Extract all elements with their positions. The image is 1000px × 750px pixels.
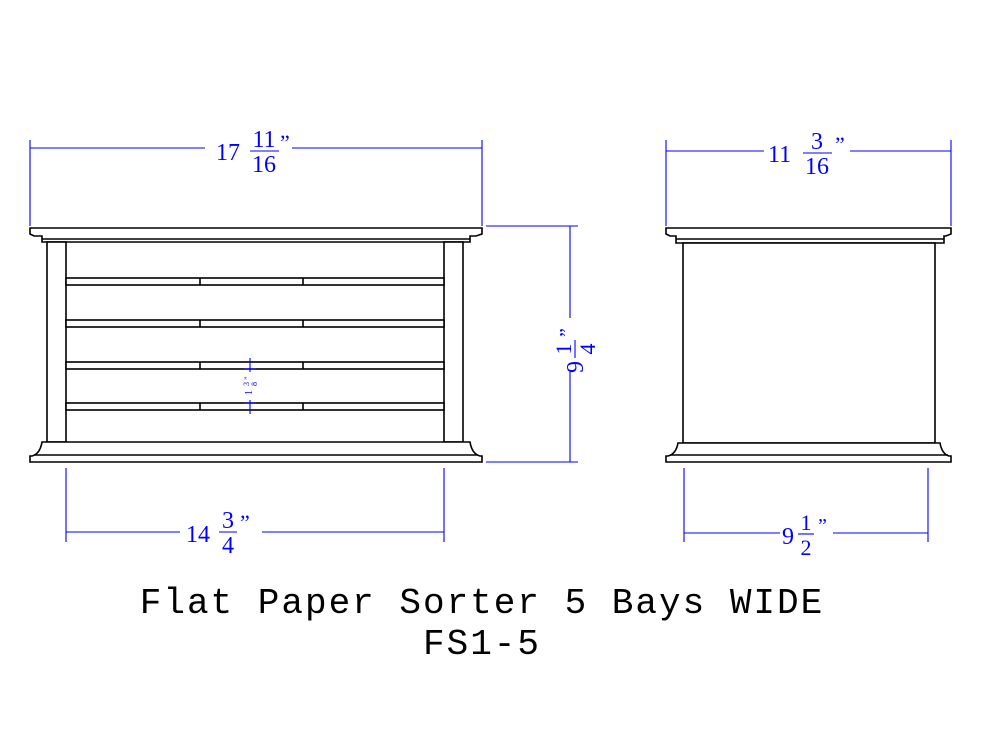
drawing-title: Flat Paper Sorter 5 Bays WIDE: [140, 583, 825, 624]
drawing-part-number: FS1-5: [423, 624, 541, 665]
dim-den: 4: [222, 533, 234, 559]
dim-den: 8: [250, 382, 259, 386]
front-inner-width-dimension: 14 3 4 ”: [65, 468, 445, 559]
dim-whole: 9: [782, 524, 794, 550]
front-base: [29, 441, 483, 463]
dim-num: 1: [801, 510, 812, 535]
dim-den: 2: [801, 535, 812, 560]
front-height-dimension: 9 1 4 ”: [486, 225, 600, 463]
dim-unit: ”: [835, 132, 845, 157]
dim-den: 16: [805, 154, 829, 180]
dim-whole: 14: [186, 522, 210, 548]
dim-whole: 17: [216, 140, 240, 166]
side-body: [682, 242, 936, 444]
dim-num: 3: [222, 508, 234, 534]
front-top-cap: [29, 227, 483, 243]
dim-num: 11: [252, 127, 275, 153]
side-view: [665, 227, 952, 463]
dim-den: 16: [252, 152, 276, 178]
dim-unit: ”: [243, 376, 252, 380]
side-depth-dimension: 11 3 16 ”: [665, 129, 952, 226]
dim-whole: 9: [563, 361, 589, 373]
shelves: [65, 277, 445, 411]
side-top-cap: [665, 227, 952, 244]
front-left-post: [46, 241, 67, 443]
front-right-post: [443, 241, 464, 443]
side-base: [665, 442, 952, 463]
side-inner-depth-dimension: 9 1 2 ”: [683, 468, 929, 560]
dim-num: 3: [811, 129, 823, 155]
dim-den: 4: [575, 344, 600, 355]
dim-unit: ”: [818, 515, 827, 537]
front-width-dimension: 17 11 16 ”: [29, 127, 483, 226]
dim-whole: 11: [768, 142, 791, 168]
dim-unit: ”: [280, 130, 290, 155]
dim-num: 1: [551, 344, 576, 355]
dim-unit: ”: [240, 510, 250, 535]
bay-gap-dimension: 1 3 8 ”: [242, 358, 259, 414]
dim-unit: ”: [556, 328, 578, 337]
dim-whole: 1: [244, 390, 255, 395]
dim-num: 3: [242, 382, 251, 386]
front-view: [29, 227, 483, 463]
